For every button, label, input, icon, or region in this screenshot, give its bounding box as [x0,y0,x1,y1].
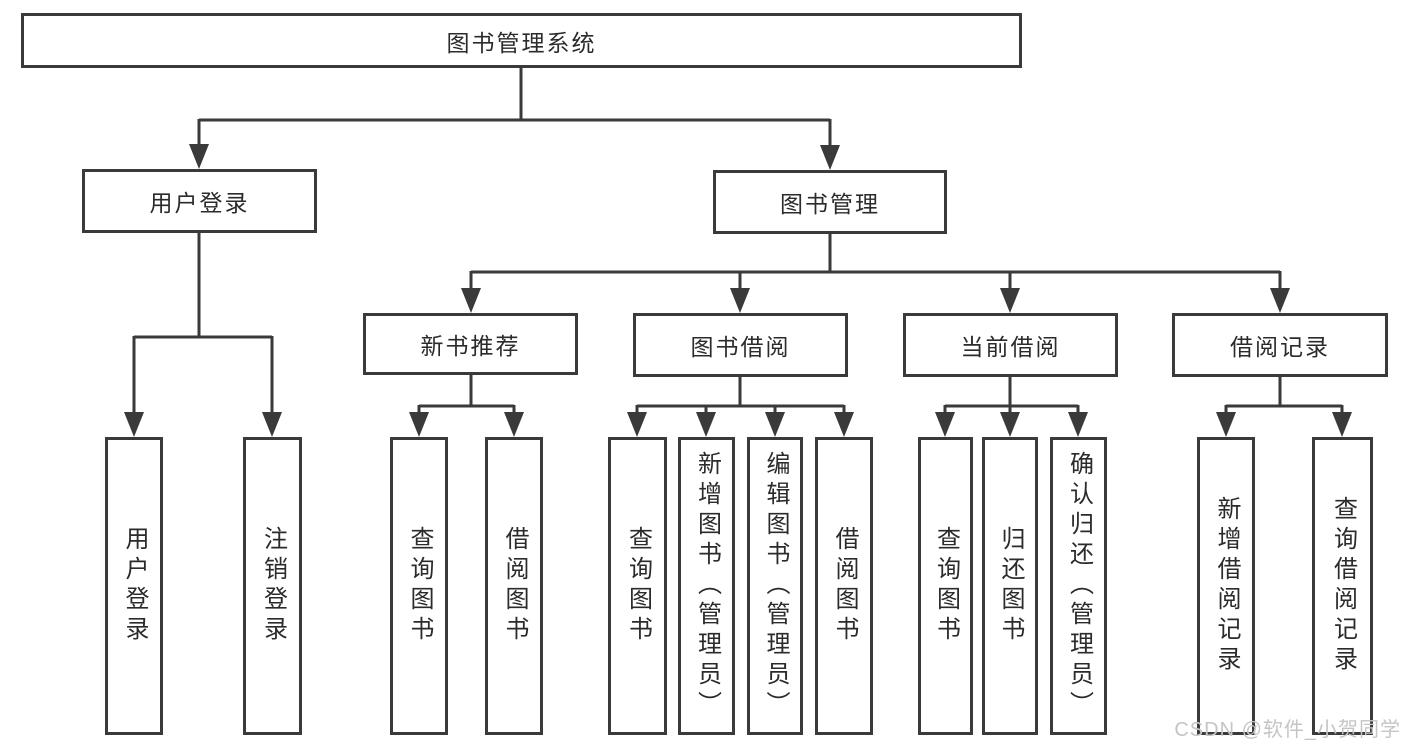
node-leaf-add-borrow-record: 新增借阅记录 [1197,437,1255,735]
arrow-down-icon [1270,288,1290,313]
node-leaf-add-book: 新增图书（管理员） [678,437,735,735]
arrow-down-icon [504,412,524,437]
arrow-down-icon [262,412,282,437]
node-leaf-borrow-book-b: 借阅图书 [815,437,873,735]
arrow-down-icon [730,288,750,313]
node-leaf-edit-book: 编辑图书（管理员） [747,437,803,735]
node-leaf-return-book: 归还图书 [982,437,1038,735]
node-book-borrow: 图书借阅 [633,313,848,377]
arrow-down-icon [1216,412,1236,437]
node-leaf-query-borrow-record: 查询借阅记录 [1312,437,1373,735]
node-leaf-query-book-b: 查询图书 [608,437,667,735]
node-book-mgmt: 图书管理 [713,170,947,234]
connector-user-login [124,233,282,437]
connector-new-book-rec [409,375,524,437]
connector-current-borrow [935,377,1088,437]
arrow-down-icon [696,412,716,437]
connector-root [189,67,840,170]
node-leaf-query-book-c: 查询图书 [918,437,973,735]
node-new-book-rec: 新书推荐 [363,313,578,375]
node-borrow-record: 借阅记录 [1172,313,1388,377]
connector-book-borrow [627,377,854,437]
node-leaf-logout-login: 注销登录 [243,437,302,735]
arrow-down-icon [1068,412,1088,437]
node-root: 图书管理系统 [21,13,1022,68]
arrow-down-icon [461,288,481,313]
arrow-down-icon [834,412,854,437]
connector-borrow-record [1216,377,1352,437]
watermark: CSDN @软件_小贺同学 [1174,719,1401,741]
arrow-down-icon [189,144,209,169]
arrow-down-icon [935,412,955,437]
node-leaf-borrow-book-a: 借阅图书 [485,437,543,735]
arrow-down-icon [1332,412,1352,437]
node-leaf-query-book-a: 查询图书 [390,437,448,735]
arrow-down-icon [124,412,144,437]
arrow-down-icon [820,145,840,170]
node-leaf-user-login: 用户登录 [105,437,163,735]
arrow-down-icon [1000,412,1020,437]
arrow-down-icon [1000,288,1020,313]
node-current-borrow: 当前借阅 [903,313,1118,377]
node-user-login: 用户登录 [82,169,317,233]
node-leaf-confirm-return: 确认归还（管理员） [1050,437,1107,735]
arrow-down-icon [627,412,647,437]
connector-book-mgmt [461,234,1290,313]
arrow-down-icon [765,412,785,437]
arrow-down-icon [409,412,429,437]
